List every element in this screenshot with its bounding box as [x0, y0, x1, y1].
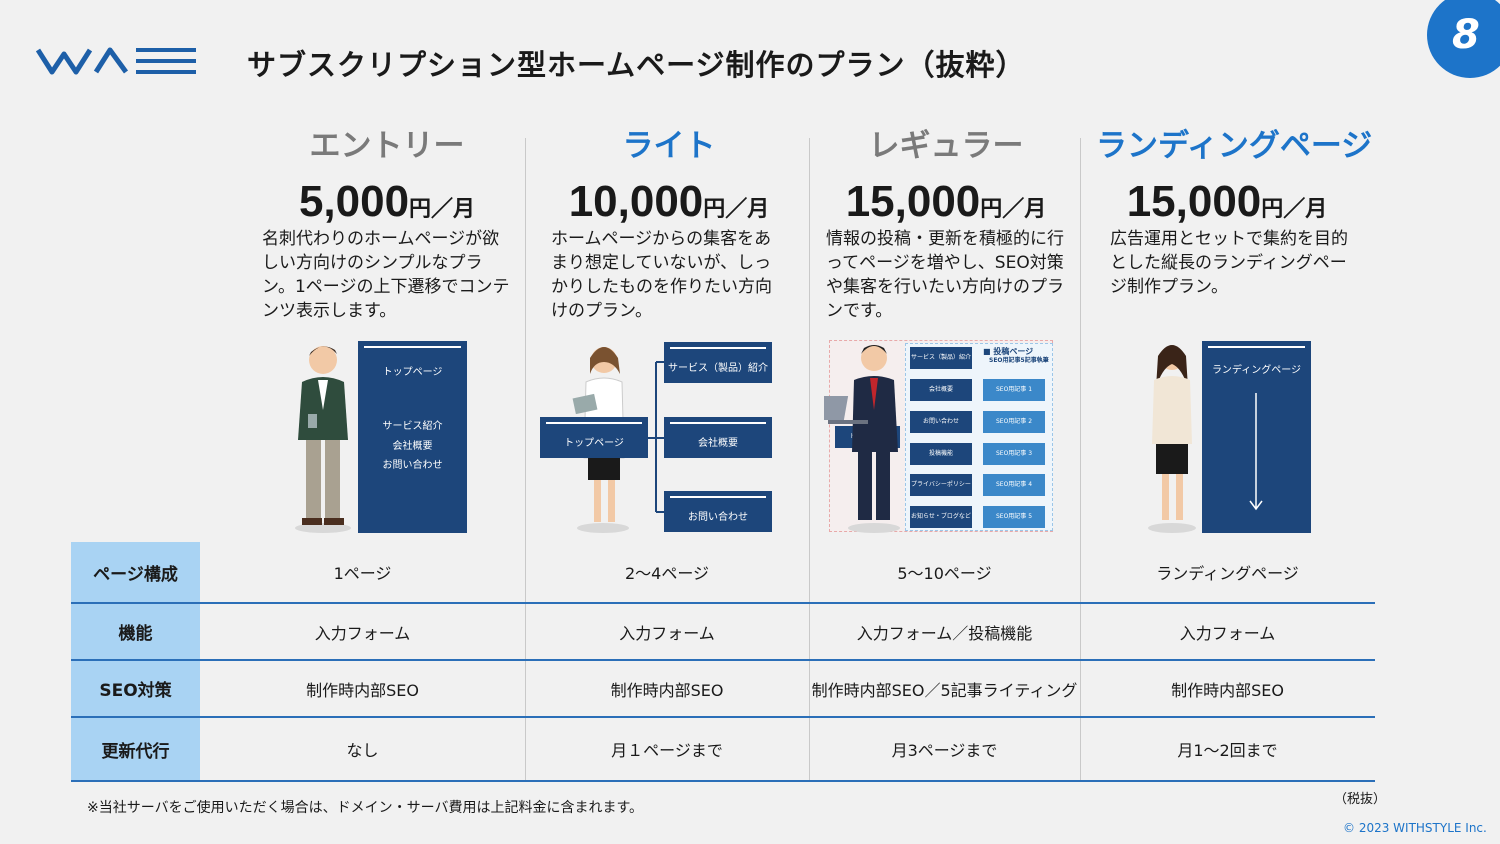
- regular-left-item: お知らせ・ブログなど: [910, 506, 972, 528]
- light-item-box: お問い合わせ: [664, 491, 772, 532]
- plan-description: 広告運用とセットで集約を目的とした縦長のランディングページ制作プラン。: [1110, 229, 1348, 297]
- table-row-divider: [71, 602, 1375, 604]
- table-row-divider: [71, 716, 1375, 718]
- column-divider: [809, 138, 810, 780]
- plan-description: 名刺代わりのホームページが欲しい方向けのシンプルなプラン。1ページの上下遷移でコ…: [262, 229, 510, 321]
- light-item-label: お問い合わせ: [688, 512, 748, 523]
- price-unit: 円／月: [1261, 197, 1328, 222]
- regular-left-item: 投稿機能: [910, 443, 972, 465]
- row-header-seo: SEO対策: [71, 661, 200, 716]
- regular-legend: ■ 投稿ページ: [983, 347, 1034, 356]
- cell-update: 月1〜2回まで: [1177, 741, 1278, 760]
- price-value: 10,000: [568, 177, 704, 226]
- regular-post-area: [905, 343, 1053, 531]
- cell-seo: 制作時内部SEO／5記事ライティング: [811, 680, 1078, 700]
- cell-features: 入力フォーム: [619, 623, 715, 643]
- cell-seo: 制作時内部SEO: [610, 680, 724, 700]
- was-logo: [36, 47, 196, 75]
- cell-page-structure: 5〜10ページ: [897, 564, 992, 583]
- regular-seo-item: SEO用記事 4: [983, 474, 1045, 496]
- plan-price: 15,000円／月: [826, 177, 1066, 227]
- light-top-label: トップページ: [564, 438, 624, 449]
- table-row-divider: [71, 659, 1375, 661]
- light-item-label: サービス（製品）紹介: [668, 363, 768, 374]
- plan-price: 5,000円／月: [262, 177, 512, 227]
- regular-left-item: プライバシーポリシー: [910, 474, 972, 496]
- plan-name: ライト: [622, 128, 716, 164]
- row-header-features: 機能: [71, 604, 200, 659]
- cell-page-structure: 2〜4ページ: [624, 564, 710, 583]
- cell-features: 入力フォーム: [314, 623, 411, 643]
- plan-entry: エントリー 5,000円／月 名刺代わりのホームページが欲しい方向けのシンプルな…: [262, 120, 512, 323]
- copyright: © 2023 WITHSTYLE Inc.: [1343, 821, 1487, 835]
- price-value: 15,000: [845, 177, 981, 226]
- regular-left-item: サービス（製品）紹介: [910, 347, 972, 369]
- cell-update: なし: [346, 741, 379, 760]
- price-value: 5,000: [298, 177, 410, 226]
- row-header-update: 更新代行: [71, 718, 200, 780]
- page-number-badge: [1427, 0, 1500, 78]
- plan-light: ライト 10,000円／月 ホームページからの集客をあまり想定していないが、しっ…: [551, 120, 787, 323]
- plan-name: ランディングページ: [1096, 128, 1373, 164]
- price-value: 15,000: [1126, 177, 1262, 226]
- light-item-box: 会社概要: [664, 417, 772, 458]
- plan-regular: レギュラー 15,000円／月 情報の投稿・更新を積極的に行ってページを増やし、…: [826, 120, 1066, 323]
- cell-seo: 制作時内部SEO: [306, 680, 419, 700]
- regular-legend-sub: SEO用記事5記事執筆: [989, 357, 1049, 364]
- businessman-laptop-illustration: [824, 345, 900, 533]
- regular-seo-item: SEO用記事 1: [983, 379, 1045, 401]
- arrow-down-icon: [1249, 393, 1263, 511]
- footer-note: ※当社サーバをご使用いただく場合は、ドメイン・サーバ費用は上記料金に含まれます。: [87, 800, 644, 816]
- plan-name: レギュラー: [868, 128, 1024, 164]
- light-top-page: トップページ: [540, 417, 648, 458]
- businessman-illustration: [295, 346, 351, 533]
- cell-features: 入力フォーム／投稿機能: [856, 623, 1033, 643]
- regular-seo-item: SEO用記事 2: [983, 411, 1045, 433]
- regular-left-item: 会社概要: [910, 379, 972, 401]
- plan-price: 10,000円／月: [551, 177, 787, 227]
- price-unit: 円／月: [980, 197, 1047, 222]
- cell-update: 月１ページまで: [611, 741, 723, 760]
- page-title: サブスクリプション型ホームページ制作のプラン（抜粋）: [247, 48, 1026, 82]
- entry-item: お問い合わせ: [382, 460, 443, 471]
- light-connector-lines: [648, 361, 664, 513]
- plan-description: ホームページからの集客をあまり想定していないが、しっかりしたものを作りたい方向け…: [551, 229, 772, 321]
- regular-seo-item: SEO用記事 3: [983, 443, 1045, 465]
- regular-seo-item: SEO用記事 5: [983, 506, 1045, 528]
- plan-name: エントリー: [309, 128, 465, 164]
- cell-page-structure: 1ページ: [333, 564, 392, 583]
- column-divider: [525, 138, 526, 780]
- plan-price: 15,000円／月: [1096, 177, 1358, 227]
- landing-label: ランディングページ: [1211, 365, 1302, 376]
- cell-features: 入力フォーム: [1179, 623, 1276, 643]
- plan-landing: ランディングページ 15,000円／月 広告運用とセットで集約を目的とした縦長の…: [1096, 120, 1373, 299]
- landing-page-block: ランディングページ: [1202, 341, 1311, 533]
- table-bottom-line: [71, 780, 1375, 782]
- plan-description: 情報の投稿・更新を積極的に行ってページを増やし、SEO対策や集客を行いたい方向け…: [826, 229, 1064, 321]
- businesswoman-illustration: [1148, 345, 1196, 533]
- page-number: 8: [1452, 12, 1480, 58]
- regular-left-item: お問い合わせ: [910, 411, 972, 433]
- cell-seo: 制作時内部SEO: [1171, 680, 1284, 700]
- entry-item: 会社概要: [392, 441, 433, 452]
- column-divider: [1080, 138, 1081, 780]
- entry-item: サービス紹介: [382, 421, 443, 432]
- light-item-label: 会社概要: [698, 438, 738, 449]
- price-unit: 円／月: [703, 197, 770, 222]
- entry-top-label: トップページ: [382, 367, 443, 378]
- price-unit: 円／月: [409, 197, 476, 222]
- light-item-box: サービス（製品）紹介: [664, 342, 772, 383]
- row-header-page-structure: ページ構成: [71, 542, 200, 602]
- tax-note: （税抜）: [1334, 792, 1387, 807]
- cell-page-structure: ランディングページ: [1156, 564, 1299, 583]
- cell-update: 月3ページまで: [891, 741, 998, 760]
- entry-page-block: トップページ サービス紹介 会社概要 お問い合わせ: [358, 341, 467, 533]
